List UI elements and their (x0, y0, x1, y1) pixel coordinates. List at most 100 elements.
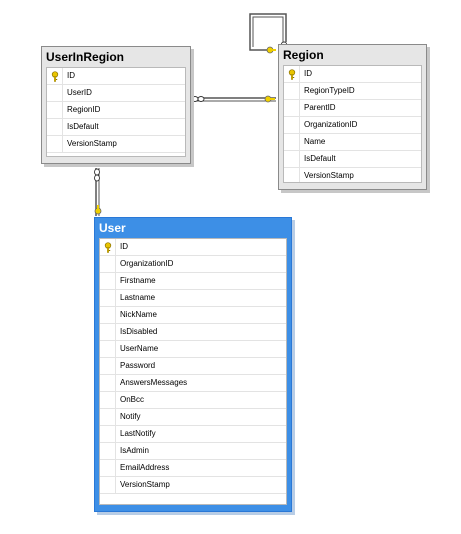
column-row[interactable]: Lastname (100, 290, 286, 307)
row-selector[interactable] (100, 341, 116, 357)
column-row[interactable]: VersionStamp (100, 477, 286, 494)
row-selector[interactable] (100, 324, 116, 340)
row-selector[interactable] (100, 477, 116, 493)
row-selector[interactable] (47, 136, 63, 152)
row-selector[interactable] (284, 151, 300, 167)
column-name: ID (67, 71, 75, 80)
column-row[interactable]: Firstname (100, 273, 286, 290)
column-row[interactable]: Password (100, 358, 286, 375)
column-row[interactable]: IsDefault (284, 151, 421, 168)
key-icon (104, 242, 112, 253)
column-name: EmailAddress (120, 463, 170, 472)
row-selector[interactable] (100, 273, 116, 289)
column-name: Notify (120, 412, 141, 421)
column-name: Password (120, 361, 156, 370)
row-selector[interactable] (100, 392, 116, 408)
column-name: UserID (67, 88, 92, 97)
column-row[interactable]: IsAdmin (100, 443, 286, 460)
row-selector[interactable] (100, 307, 116, 323)
column-name: AnswersMessages (120, 378, 188, 387)
key-endpoint-icon (266, 46, 276, 54)
row-selector[interactable] (284, 66, 300, 82)
column-row[interactable]: OnBcc (100, 392, 286, 409)
column-name: IsDefault (67, 122, 99, 131)
column-name: OrganizationID (304, 120, 358, 129)
infinity-endpoint-icon (94, 168, 100, 182)
row-selector[interactable] (47, 119, 63, 135)
userinregion-region-relationship[interactable] (190, 95, 276, 103)
table-title[interactable]: User (99, 221, 126, 235)
column-name: VersionStamp (67, 139, 117, 148)
table-title[interactable]: UserInRegion (46, 50, 125, 64)
column-name: RegionID (67, 105, 101, 114)
column-name: VersionStamp (120, 480, 170, 489)
column-row[interactable]: ID (284, 66, 421, 83)
column-name: OnBcc (120, 395, 145, 404)
row-selector[interactable] (100, 358, 116, 374)
column-name: ID (120, 242, 128, 251)
row-selector[interactable] (100, 290, 116, 306)
key-icon (51, 71, 59, 82)
column-name: IsAdmin (120, 446, 149, 455)
column-name: Firstname (120, 276, 156, 285)
column-name: UserName (120, 344, 159, 353)
column-row[interactable]: RegionTypeID (284, 83, 421, 100)
column-row[interactable]: VersionStamp (284, 168, 421, 182)
row-selector[interactable] (284, 83, 300, 99)
row-selector[interactable] (284, 134, 300, 150)
column-name: IsDisabled (120, 327, 158, 336)
row-selector[interactable] (47, 68, 63, 84)
table-region[interactable]: Region ID RegionTypeID ParentID Organizatio… (278, 44, 427, 190)
column-row[interactable]: IsDisabled (100, 324, 286, 341)
column-row[interactable]: UserID (47, 85, 185, 102)
column-row[interactable]: Notify (100, 409, 286, 426)
column-row[interactable]: IsDefault (47, 119, 185, 136)
row-selector[interactable] (100, 239, 116, 255)
column-name: Name (304, 137, 326, 146)
row-selector[interactable] (284, 117, 300, 133)
row-selector[interactable] (47, 85, 63, 101)
column-row[interactable]: ID (100, 239, 286, 256)
column-name: OrganizationID (120, 259, 174, 268)
column-row[interactable]: EmailAddress (100, 460, 286, 477)
column-row[interactable]: AnswersMessages (100, 375, 286, 392)
column-row[interactable]: OrganizationID (284, 117, 421, 134)
row-selector[interactable] (100, 256, 116, 272)
row-selector[interactable] (100, 426, 116, 442)
key-endpoint-icon (264, 95, 275, 103)
userinregion-user-relationship[interactable] (94, 168, 102, 216)
table-title[interactable]: Region (283, 48, 324, 62)
column-row[interactable]: LastNotify (100, 426, 286, 443)
row-selector[interactable] (100, 409, 116, 425)
column-name: ParentID (304, 103, 336, 112)
column-row[interactable]: ID (47, 68, 185, 85)
column-row[interactable]: OrganizationID (100, 256, 286, 273)
column-row[interactable]: RegionID (47, 102, 185, 119)
column-name: VersionStamp (304, 171, 354, 180)
key-endpoint-icon (94, 205, 102, 215)
row-selector[interactable] (284, 100, 300, 116)
column-name: LastNotify (120, 429, 156, 438)
column-row[interactable]: Name (284, 134, 421, 151)
column-row[interactable]: NickName (100, 307, 286, 324)
column-name: ID (304, 69, 312, 78)
row-selector[interactable] (47, 102, 63, 118)
column-name: IsDefault (304, 154, 336, 163)
column-name: Lastname (120, 293, 156, 302)
row-selector[interactable] (100, 460, 116, 476)
column-row[interactable]: ParentID (284, 100, 421, 117)
row-selector[interactable] (100, 443, 116, 459)
column-name: RegionTypeID (304, 86, 355, 95)
key-icon (288, 69, 296, 80)
row-selector[interactable] (100, 375, 116, 391)
row-selector[interactable] (284, 168, 300, 182)
column-row[interactable]: VersionStamp (47, 136, 185, 153)
infinity-endpoint-icon (191, 96, 205, 102)
column-row[interactable]: UserName (100, 341, 286, 358)
column-name: NickName (120, 310, 157, 319)
